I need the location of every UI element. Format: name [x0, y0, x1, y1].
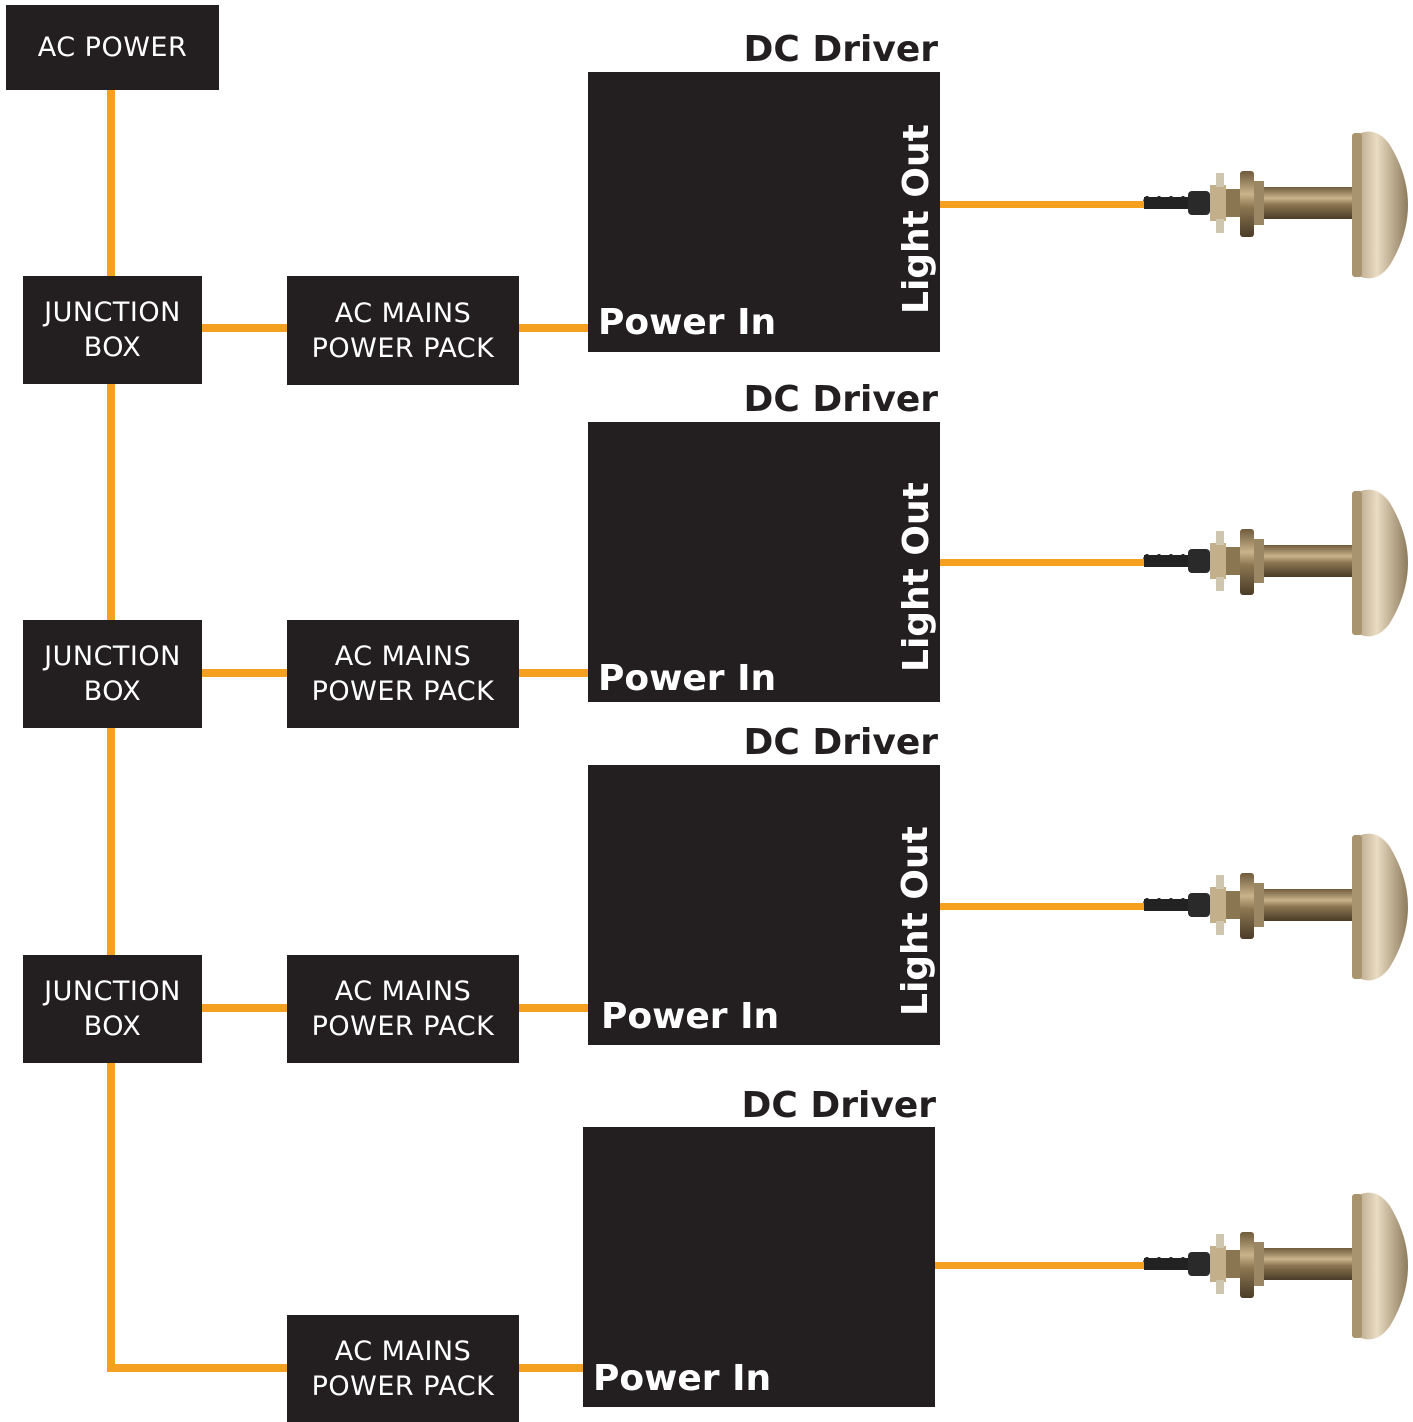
wire-driver2-to-light2	[938, 559, 1146, 566]
underwater-light-fixture-icon	[1140, 1186, 1410, 1346]
dc-driver-title-4: DC Driver	[741, 1085, 936, 1126]
power-pack-label-line1: AC MAINS	[334, 1335, 472, 1367]
ac-power-label: AC POWER	[37, 32, 188, 63]
dc-driver-light-out-label-3: Light Out	[895, 826, 936, 1016]
wire-pack2-to-driver2	[517, 669, 590, 677]
junction-box-label-line2: BOX	[83, 332, 142, 363]
dc-driver-1	[588, 72, 940, 352]
wire-trunk-to-pack-4	[107, 1364, 289, 1372]
power-pack-label-line1: AC MAINS	[334, 976, 472, 1007]
junction-box-3: JUNCTION BOX	[23, 955, 202, 1063]
wire-jb1-to-pack1	[200, 324, 288, 332]
ac-power-box: AC POWER	[6, 5, 219, 90]
wire-main-trunk-1	[107, 89, 115, 277]
dc-driver-power-in-label-2: Power In	[598, 658, 777, 699]
wire-jb3-to-pack3	[200, 1004, 288, 1012]
junction-box-label-line1: JUNCTION	[44, 641, 181, 672]
underwater-light-fixture-icon	[1140, 125, 1410, 285]
wire-main-trunk-3	[107, 726, 115, 956]
ac-mains-power-pack-2: AC MAINS POWER PACK	[287, 620, 519, 728]
wire-pack1-to-driver1	[517, 324, 590, 332]
wire-main-trunk-4	[107, 1061, 115, 1372]
underwater-light-fixture-icon	[1140, 483, 1410, 643]
power-pack-label-line1: AC MAINS	[334, 641, 472, 672]
dc-driver-light-out-label-1: Light Out	[896, 124, 937, 314]
dc-driver-title-2: DC Driver	[743, 379, 938, 420]
junction-box-label-line2: BOX	[83, 676, 142, 707]
junction-box-label-line1: JUNCTION	[44, 976, 181, 1007]
wire-main-trunk-2	[107, 383, 115, 621]
dc-driver-light-out-label-2: Light Out	[896, 482, 937, 672]
junction-box-label-line1: JUNCTION	[44, 297, 181, 328]
ac-mains-power-pack-1: AC MAINS POWER PACK	[287, 276, 519, 385]
junction-box-2: JUNCTION BOX	[23, 620, 202, 728]
power-pack-label-line2: POWER PACK	[311, 1370, 495, 1402]
dc-driver-2	[588, 422, 940, 702]
wire-pack4-to-driver4	[517, 1364, 585, 1372]
ac-mains-power-pack-3: AC MAINS POWER PACK	[287, 955, 519, 1063]
dc-driver-title-1: DC Driver	[743, 29, 938, 70]
dc-driver-power-in-label-1: Power In	[598, 302, 777, 343]
wire-pack3-to-driver3	[517, 1004, 590, 1012]
wire-driver3-to-light3	[938, 903, 1146, 910]
junction-box-1: JUNCTION BOX	[23, 276, 202, 384]
ac-mains-power-pack-4: AC MAINS POWER PACK	[287, 1315, 519, 1422]
power-pack-label-line2: POWER PACK	[311, 332, 495, 364]
wire-driver1-to-light1	[938, 201, 1146, 208]
wire-jb2-to-pack2	[200, 669, 288, 677]
junction-box-label-line2: BOX	[83, 1011, 142, 1042]
dc-driver-power-in-label-4: Power In	[593, 1358, 772, 1399]
underwater-light-fixture-icon	[1140, 827, 1410, 987]
power-pack-label-line2: POWER PACK	[311, 1011, 495, 1042]
dc-driver-title-3: DC Driver	[743, 722, 938, 763]
wire-driver4-to-light4	[933, 1262, 1146, 1269]
dc-driver-4	[583, 1127, 935, 1407]
dc-driver-3	[588, 765, 940, 1045]
power-pack-label-line1: AC MAINS	[334, 297, 472, 329]
dc-driver-power-in-label-3: Power In	[601, 996, 780, 1037]
power-pack-label-line2: POWER PACK	[311, 676, 495, 707]
